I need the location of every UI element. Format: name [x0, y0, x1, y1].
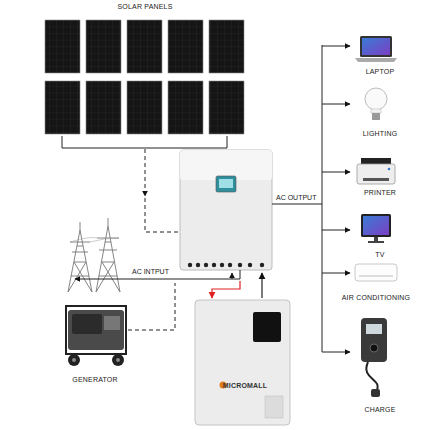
- device-label: GENERATOR: [72, 375, 118, 384]
- solar-array: [45, 20, 244, 134]
- printer-icon: [357, 158, 395, 184]
- device-label: CHARGE: [364, 405, 395, 414]
- dc-dashed-line: [145, 149, 146, 196]
- brand-name: MICROMALL: [223, 381, 268, 390]
- red-wire: [212, 281, 240, 298]
- device-node: MICROMALL: [195, 300, 290, 425]
- device-label: TV: [375, 250, 384, 259]
- bulb-icon: [365, 88, 387, 120]
- device-node: PRINTER: [340, 154, 420, 200]
- device-node: GENERATOR: [55, 302, 135, 388]
- power-pylons: [68, 218, 120, 292]
- dc-dashed-line: [145, 198, 179, 232]
- panel-bracket: [62, 136, 227, 148]
- laptop-icon: [355, 36, 397, 62]
- output-arrow: [322, 352, 350, 353]
- device-node: LIGHTING: [340, 86, 420, 140]
- device-node: SOLAR PANELS: [40, 1, 250, 141]
- line-label: AC OUTPUT: [275, 193, 317, 202]
- air-conditioner-icon: [355, 264, 397, 281]
- line-label: AC INTPUT: [131, 267, 170, 276]
- device-node: CHARGE: [340, 314, 420, 418]
- device-node: LAPTOP: [340, 32, 420, 78]
- device-label: SOLAR PANELS: [117, 2, 172, 11]
- tv-icon: [361, 214, 391, 243]
- output-arrow: [322, 172, 350, 173]
- device-label: LAPTOP: [366, 67, 395, 76]
- device-node: TV: [340, 212, 420, 262]
- device-node: AIR CONDITIONING: [326, 262, 426, 304]
- device-label: PRINTER: [364, 188, 396, 197]
- generator-dashed-line: [128, 283, 175, 330]
- device-label: AIR CONDITIONING: [342, 293, 411, 302]
- device-label: LIGHTING: [363, 129, 398, 138]
- output-arrow: [322, 104, 350, 105]
- battery-cabinet: [195, 300, 290, 425]
- generator-icon: [66, 306, 126, 366]
- ac-input-arrow: [232, 273, 233, 279]
- output-arrow: [322, 46, 350, 47]
- black-wire: [261, 273, 262, 298]
- output-arrow: [322, 273, 350, 274]
- output-arrow: [322, 230, 350, 231]
- inverter: [180, 150, 272, 270]
- ev-charger-icon: [361, 318, 387, 397]
